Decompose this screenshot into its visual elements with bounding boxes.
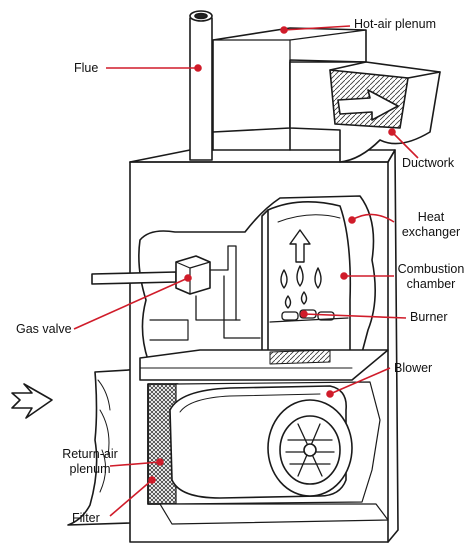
warm-air-arrow	[337, 89, 399, 121]
dot-return-air-plenum	[156, 458, 164, 466]
blower-assembly	[169, 381, 381, 505]
leader-hot-air-plenum	[283, 25, 351, 31]
label-return-air-plenum-line2: plenum	[69, 462, 111, 476]
gas-valve-assembly	[91, 245, 261, 341]
label-heat-exchanger-line2: exchanger	[401, 225, 461, 239]
label-heat-exchanger: Heat exchanger	[398, 210, 464, 240]
flames	[280, 265, 322, 309]
heat-up-arrow	[289, 229, 311, 263]
label-burner: Burner	[410, 310, 448, 324]
label-ductwork: Ductwork	[402, 156, 455, 170]
leader-blower	[329, 367, 391, 395]
label-return-air-plenum: Return-air plenum	[58, 447, 122, 477]
label-blower: Blower	[394, 361, 433, 375]
leader-filter	[109, 479, 153, 517]
leader-gas-valve	[73, 277, 189, 330]
flue-pipe	[189, 10, 213, 161]
label-combustion-chamber-line2: chamber	[406, 277, 456, 291]
leader-ductwork	[391, 131, 419, 159]
base-plate	[159, 503, 389, 525]
return-air-arrow	[11, 383, 53, 419]
dot-flue	[194, 64, 202, 72]
dot-gas-valve	[184, 274, 192, 282]
heat-exchanger-body	[261, 201, 352, 359]
label-combustion-chamber-line1: Combustion	[397, 262, 465, 276]
label-gas-valve: Gas valve	[16, 322, 72, 336]
label-heat-exchanger-line1: Heat	[417, 210, 445, 224]
dot-blower	[326, 390, 334, 398]
dot-burner	[300, 310, 308, 318]
label-hot-air-plenum: Hot-air plenum	[354, 17, 436, 31]
label-combustion-chamber: Combustion chamber	[394, 262, 468, 292]
label-return-air-plenum-line1: Return-air	[62, 447, 118, 461]
leader-return-air-plenum	[109, 461, 161, 467]
label-filter: Filter	[72, 511, 100, 525]
leader-lines	[73, 25, 419, 517]
leader-burner	[303, 313, 407, 319]
dot-combustion-chamber	[340, 272, 348, 280]
dot-ductwork	[388, 128, 396, 136]
label-flue: Flue	[74, 61, 99, 75]
dot-heat-exchanger	[348, 216, 356, 224]
dot-hot-air-plenum	[280, 26, 288, 34]
dot-filter	[148, 476, 156, 484]
blower-shelf	[139, 349, 389, 381]
